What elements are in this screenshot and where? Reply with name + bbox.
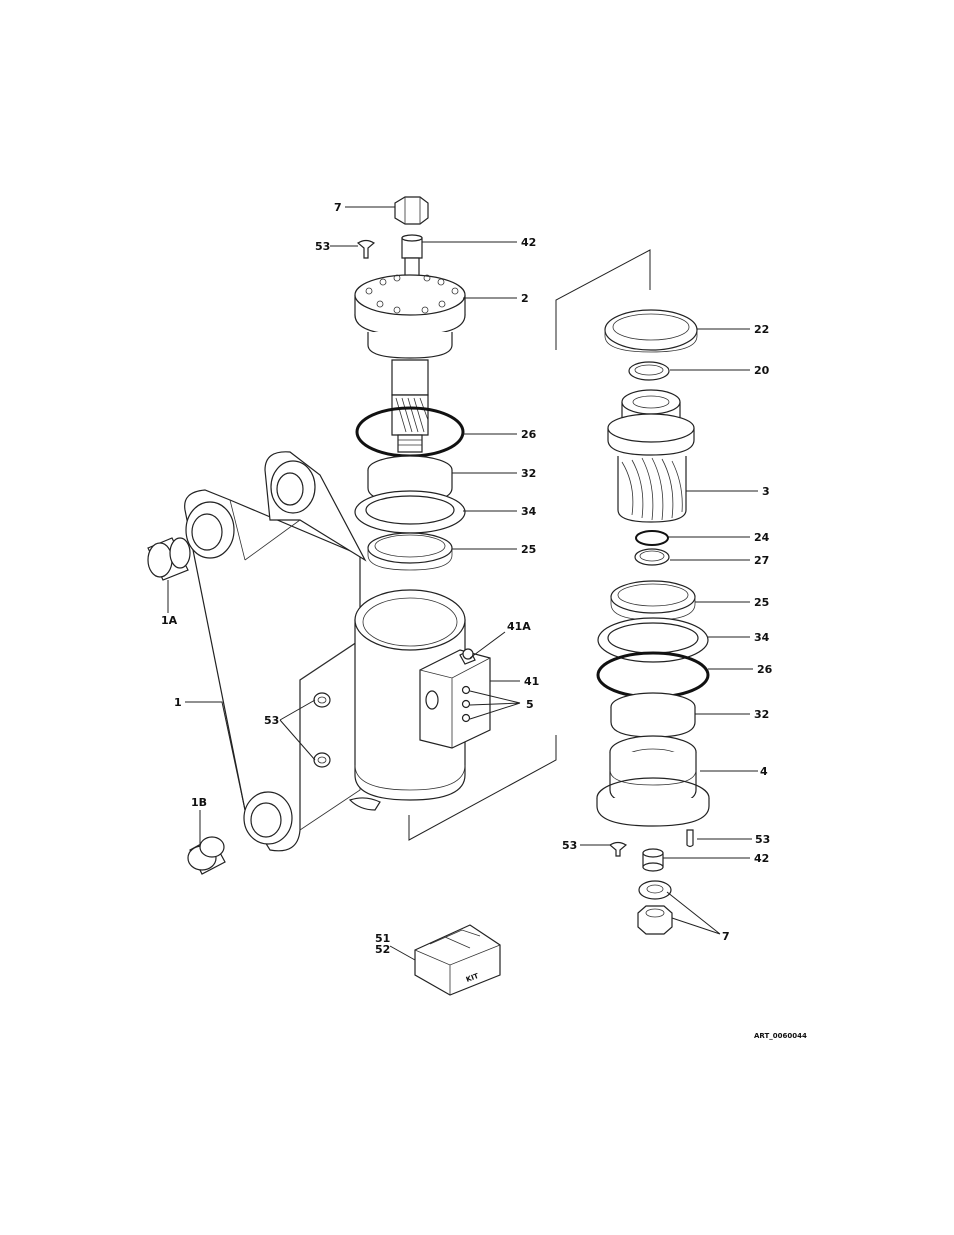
callout-32-right: 32 bbox=[754, 708, 769, 721]
callout-7-bottom: 7 bbox=[722, 930, 730, 943]
bracket-part-1 bbox=[184, 451, 387, 852]
art-reference: ART_0060044 bbox=[754, 1032, 807, 1040]
leader-lines bbox=[167, 206, 758, 961]
callout-53-bottom: 53 bbox=[562, 839, 577, 852]
callout-53-mid: 53 bbox=[264, 714, 279, 727]
bushing-1B bbox=[187, 836, 226, 875]
callout-26-left: 26 bbox=[521, 428, 537, 441]
callout-34-right: 34 bbox=[754, 631, 770, 644]
callout-24: 24 bbox=[754, 531, 770, 544]
callout-26-right: 26 bbox=[757, 663, 773, 676]
callout-42-bottom: 42 bbox=[754, 852, 769, 865]
left-stack bbox=[354, 196, 466, 571]
callout-51: 51 bbox=[375, 932, 390, 945]
bushing-1A bbox=[147, 537, 191, 581]
callout-1A: 1A bbox=[161, 614, 178, 627]
callout-52: 52 bbox=[375, 943, 390, 956]
callout-41A: 41A bbox=[507, 620, 531, 633]
callout-25-left: 25 bbox=[521, 543, 536, 556]
callout-20: 20 bbox=[754, 364, 770, 377]
section-lines bbox=[408, 249, 651, 841]
callout-34-left: 34 bbox=[521, 505, 537, 518]
callout-2: 2 bbox=[521, 292, 529, 305]
callout-32-left: 32 bbox=[521, 467, 536, 480]
callout-53-top: 53 bbox=[315, 240, 330, 253]
callout-4: 4 bbox=[760, 765, 768, 778]
callout-5: 5 bbox=[526, 698, 534, 711]
callout-1: 1 bbox=[174, 696, 182, 709]
screws-53-bracket bbox=[313, 692, 331, 768]
callout-labels: 7 53 42 2 22 20 26 3 32 34 24 25 27 1A 2… bbox=[161, 201, 773, 956]
callout-25-right: 25 bbox=[754, 596, 769, 609]
callout-22: 22 bbox=[754, 323, 769, 336]
valve-block-41 bbox=[419, 648, 491, 749]
callout-41: 41 bbox=[524, 675, 539, 688]
callout-53-right: 53 bbox=[755, 833, 770, 846]
right-stack bbox=[596, 309, 710, 935]
callout-3: 3 bbox=[762, 485, 770, 498]
callout-1B: 1B bbox=[191, 796, 207, 809]
kit-box: KIT bbox=[414, 924, 501, 996]
kit-box-label: KIT bbox=[465, 972, 480, 984]
callout-7-top: 7 bbox=[334, 201, 342, 214]
callout-42-top: 42 bbox=[521, 236, 536, 249]
callout-27: 27 bbox=[754, 554, 769, 567]
